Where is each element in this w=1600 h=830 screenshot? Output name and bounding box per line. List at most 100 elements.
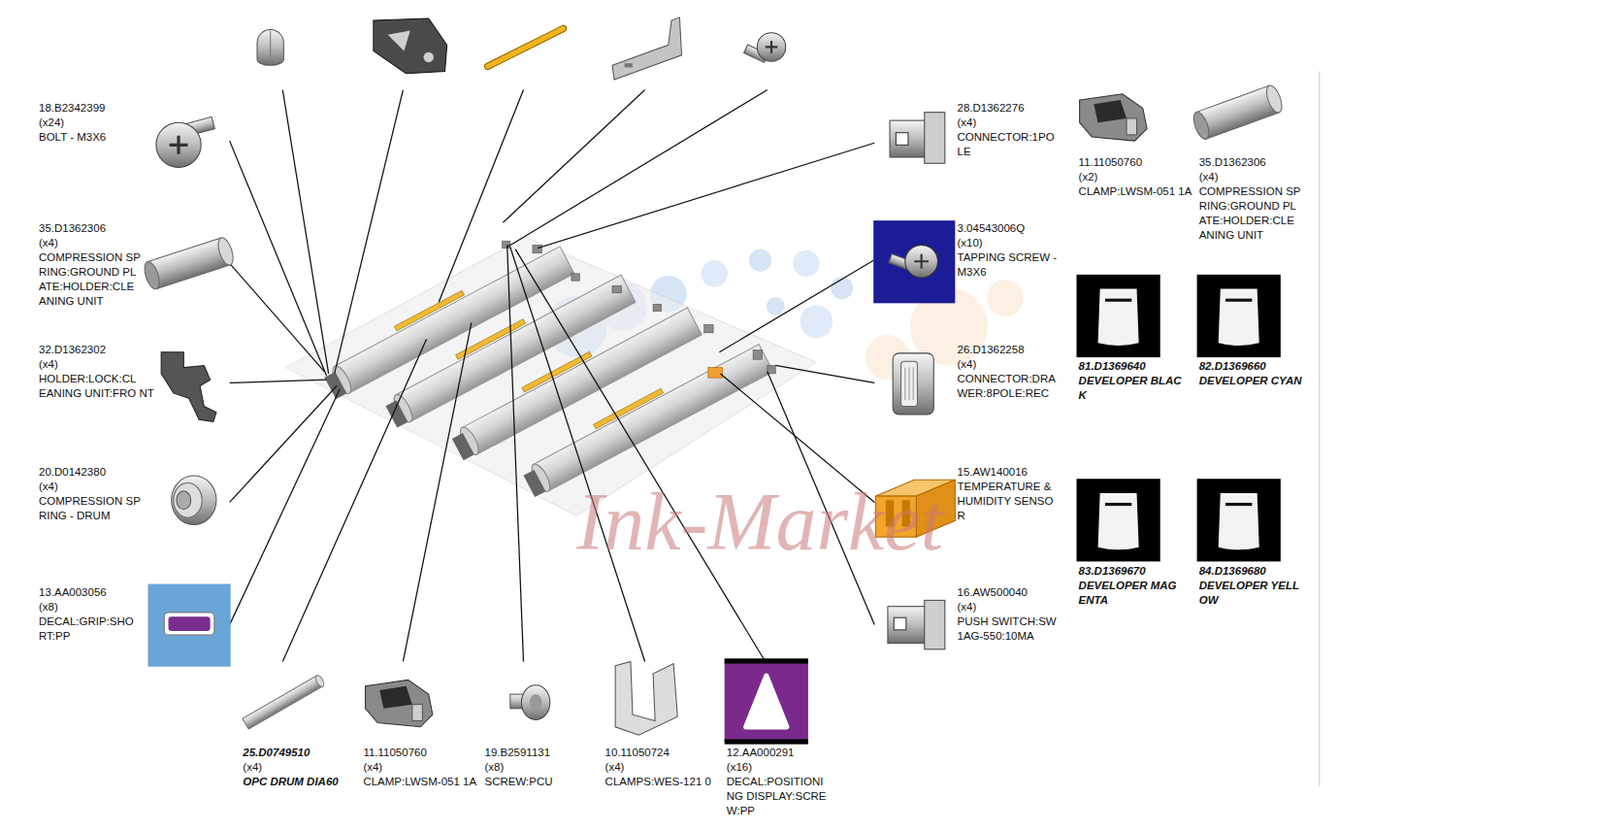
- holder-icon: [161, 352, 217, 423]
- positioning-decal-icon: [724, 659, 809, 742]
- part-callout: 25.D0749510(x4)OPC DRUM DIA60: [242, 745, 354, 789]
- pcu-screw-icon: [510, 685, 551, 720]
- bracket-icon: [624, 63, 633, 67]
- clamps-icon: [615, 660, 678, 735]
- part-description: PUSH SWITCH:SW 1AG-550:10MA: [957, 614, 1075, 644]
- part-callout: 11.11050760(x4)CLAMP:LWSM-051 1A: [362, 745, 478, 789]
- connector-icon: [889, 112, 946, 164]
- developer-pack-icon: [1076, 274, 1160, 358]
- developer-pack-icon: [1218, 492, 1260, 550]
- clamp-icon: [1079, 94, 1147, 141]
- part-callout: 3.04543006Q(x10)TAPPING SCREW - M3X6: [957, 221, 1069, 280]
- clamps-icon: [615, 660, 678, 735]
- assembly-drawing: [704, 324, 714, 332]
- quantity: (x8): [485, 759, 596, 775]
- part-callout: 15.AW140016TEMPERATURE & HUMIDITY SENSO …: [957, 464, 1061, 523]
- part-description: TAPPING SCREW - M3X6: [957, 250, 1069, 280]
- tube-icon: [1190, 83, 1285, 141]
- positioning-decal-icon: [724, 657, 809, 744]
- assembly-drawing: [501, 240, 510, 248]
- assembly-drawing: [285, 236, 817, 516]
- quantity: (x10): [957, 235, 1069, 251]
- assembly-drawing: [752, 350, 762, 360]
- part-number: 25.D0749510: [242, 745, 354, 760]
- part-callout: 26.D1362258(x4)CONNECTOR:DRA WER:8POLE:R…: [957, 342, 1069, 401]
- tube-icon: [141, 235, 236, 292]
- grip-decal-icon: [147, 584, 230, 667]
- assembly-drawing: [285, 236, 817, 516]
- assembly-drawing: [653, 303, 661, 311]
- quantity: (x4): [1199, 169, 1310, 185]
- spring-clip-icon: [257, 29, 284, 66]
- part-description: CLAMP:LWSM-051 1A: [1078, 184, 1194, 199]
- plate-icon: [373, 18, 448, 74]
- part-description: OPC DRUM DIA60: [242, 774, 354, 789]
- quantity: (x4): [38, 479, 150, 494]
- assembly-drawing: [501, 240, 776, 374]
- quantity: (x8): [38, 599, 150, 615]
- quantity: (x4): [957, 599, 1075, 615]
- tube-icon: [215, 235, 236, 267]
- developer-pack-icon: [1197, 478, 1281, 561]
- developer-pack-icon: [1225, 298, 1252, 302]
- plate-icon: [373, 18, 448, 74]
- part-number: 35.D1362306: [1199, 155, 1310, 170]
- watermark-bubbles: [830, 276, 853, 299]
- spring-drum-icon: [176, 490, 192, 510]
- tapping-screw-icon: [873, 220, 955, 303]
- developer-pack-icon: [1098, 289, 1140, 346]
- developer-pack-icon: [1076, 478, 1160, 561]
- tube-icon: [1190, 109, 1212, 141]
- part-description: DEVELOPER BLAC K: [1078, 373, 1188, 403]
- part-number: 18.B2342399: [38, 100, 150, 116]
- bolt-icon: [156, 116, 216, 167]
- part-description: BOLT - M3X6: [38, 130, 150, 145]
- part-callout: 19.B2591131(x8)SCREW:PCU: [485, 745, 596, 789]
- part-number: 10.11050724: [605, 745, 717, 760]
- part-callout: 18.B2342399(x24)BOLT - M3X6: [38, 100, 150, 145]
- developer-pack-icon: [1076, 478, 1160, 561]
- grip-decal-icon: [147, 584, 230, 667]
- part-number: 12.AA000291: [726, 745, 838, 760]
- pcu-screw-icon: [529, 693, 543, 711]
- bracket-icon: [612, 17, 683, 80]
- part-description: DEVELOPER YELL OW: [1199, 578, 1308, 608]
- tube-icon: [141, 260, 163, 292]
- watermark-bubbles: [749, 249, 772, 272]
- positioning-decal-icon: [724, 657, 809, 663]
- part-number: 35.D1362306: [38, 221, 150, 236]
- part-number: 84.D1369680: [1199, 563, 1308, 579]
- clamp-icon: [364, 679, 432, 726]
- assembly-drawing: [456, 319, 526, 360]
- part-callout: 82.D1369660DEVELOPER CYAN: [1199, 359, 1308, 389]
- leader-line: [402, 322, 471, 661]
- tapping-screw-icon: [905, 244, 939, 278]
- leader-line: [229, 90, 876, 662]
- part-callout: 13.AA003056(x8)DECAL:GRIP:SHO RT:PP: [38, 585, 150, 644]
- watermark-bubbles: [792, 250, 819, 277]
- assembly-drawing: [393, 290, 464, 331]
- quantity: (x4): [362, 759, 478, 775]
- assembly-drawing: [518, 337, 774, 498]
- part-callout: 35.D1362306(x4)COMPRESSION SP RING:GROUN…: [1199, 155, 1310, 243]
- assembly-drawing: [767, 364, 776, 373]
- leader-line: [282, 338, 426, 661]
- quantity: (x4): [957, 115, 1065, 131]
- watermark-bubbles: [800, 304, 834, 338]
- part-description: DECAL:GRIP:SHO RT:PP: [38, 614, 150, 644]
- part-callout: 32.D1362302(x4)HOLDER:LOCK:CL EANING UNI…: [38, 342, 156, 401]
- divider-line: [1318, 71, 1320, 786]
- part-number: 20.D0142380: [38, 464, 150, 480]
- part-callout: 16.AW500040(x4)PUSH SWITCH:SW 1AG-550:10…: [957, 585, 1075, 644]
- clamp-icon: [1079, 94, 1147, 141]
- part-callout: 83.D1369670DEVELOPER MAG ENTA: [1078, 563, 1188, 608]
- developer-pack-icon: [1105, 502, 1132, 506]
- bolt-icon: [156, 122, 201, 167]
- clamp-icon: [1126, 118, 1138, 135]
- part-number: 3.04543006Q: [957, 221, 1069, 236]
- push-switch-icon: [887, 599, 946, 649]
- part-description: COMPRESSION SP RING:GROUND PL ATE:HOLDER…: [38, 250, 150, 309]
- part-callout: 84.D1369680DEVELOPER YELL OW: [1199, 563, 1308, 608]
